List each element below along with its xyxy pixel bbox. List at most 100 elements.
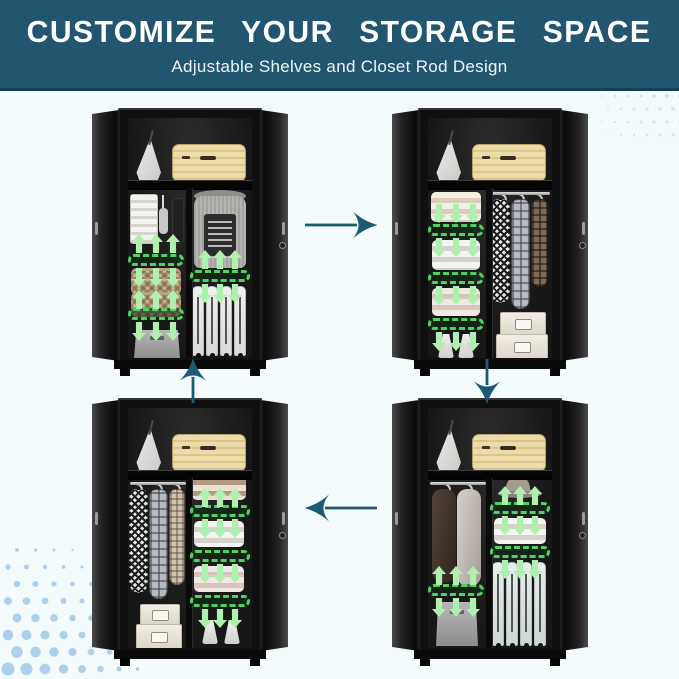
center-divider bbox=[186, 478, 192, 648]
arrow-left-icon bbox=[303, 493, 379, 523]
adjust-down-arrows bbox=[198, 284, 242, 303]
duster-handle bbox=[162, 195, 164, 208]
adjust-down-arrows bbox=[498, 560, 542, 579]
adjust-down-arrows bbox=[198, 519, 242, 538]
adjustable-shelf-indicator bbox=[428, 584, 484, 596]
adjustable-shelf-indicator bbox=[128, 308, 184, 320]
cabinet-interior bbox=[128, 408, 252, 648]
door-handle bbox=[282, 222, 285, 235]
adjust-up-arrows bbox=[132, 234, 180, 253]
cabinet-config-shelves-and-organizers bbox=[90, 104, 290, 376]
door-handle bbox=[582, 512, 585, 525]
door-handle bbox=[95, 222, 98, 235]
cabinet-foot bbox=[120, 658, 130, 666]
door-handle bbox=[95, 512, 98, 525]
cabinet-foot bbox=[250, 658, 260, 666]
suitcase-latch bbox=[182, 156, 190, 159]
adjust-down-arrows bbox=[432, 332, 480, 351]
cabinet-base bbox=[414, 360, 566, 369]
door-handle bbox=[395, 512, 398, 525]
cabinet-base bbox=[114, 360, 266, 369]
door-handle bbox=[582, 222, 585, 235]
cabinet-interior bbox=[128, 118, 252, 358]
hanging-shirt-check bbox=[169, 489, 185, 585]
adjustable-shelf-indicator bbox=[490, 546, 550, 558]
vertical-organizer bbox=[506, 562, 518, 648]
adjust-up-arrows bbox=[498, 486, 542, 505]
hanging-shirt-plaid bbox=[149, 489, 168, 599]
cabinet-foot bbox=[250, 368, 260, 376]
adjustable-shelf-indicator bbox=[428, 224, 484, 236]
vertical-organizer bbox=[206, 286, 218, 358]
door-lock bbox=[279, 242, 286, 249]
adjust-up-arrows bbox=[132, 290, 180, 309]
white-storage-box bbox=[500, 312, 546, 336]
hanging-shirt-dark-plaid bbox=[531, 199, 548, 287]
adjust-up-arrows bbox=[198, 488, 242, 507]
cabinet-foot bbox=[420, 658, 430, 666]
adjustable-shelf-indicator bbox=[190, 550, 250, 562]
adjustable-shelf-indicator bbox=[190, 270, 250, 282]
door-lock bbox=[579, 532, 586, 539]
closet-rod bbox=[130, 482, 186, 485]
hanging-coat-brown bbox=[432, 489, 456, 583]
cabinet-foot bbox=[550, 658, 560, 666]
closet-rod bbox=[490, 192, 550, 195]
adjust-down-arrows bbox=[432, 204, 480, 223]
vertical-organizer bbox=[192, 286, 204, 358]
adjustable-shelf-indicator bbox=[428, 272, 484, 284]
adjust-down-arrows bbox=[132, 268, 180, 287]
cabinet-door-right bbox=[561, 110, 588, 361]
laundry-bag-print bbox=[204, 214, 236, 256]
adjust-up-arrows bbox=[198, 250, 242, 269]
cabinet-interior bbox=[428, 118, 552, 358]
duster-head bbox=[159, 208, 168, 234]
vertical-organizer bbox=[492, 562, 504, 648]
adjust-down-arrows bbox=[432, 286, 480, 305]
adjust-down-arrows bbox=[198, 564, 242, 583]
suitcase-latch bbox=[182, 446, 190, 449]
cabinet-door-right bbox=[261, 400, 288, 651]
header-banner: CUSTOMIZE YOUR STORAGE SPACE Adjustable … bbox=[0, 0, 679, 91]
door-handle bbox=[282, 512, 285, 525]
cabinet-foot bbox=[420, 368, 430, 376]
adjustable-shelf-indicator bbox=[428, 318, 484, 330]
suitcase-latch bbox=[482, 156, 490, 159]
page-title: CUSTOMIZE YOUR STORAGE SPACE bbox=[27, 13, 652, 49]
suitcase-handle bbox=[500, 156, 516, 160]
white-storage-box bbox=[496, 334, 548, 358]
white-storage-box bbox=[136, 624, 182, 648]
cabinet-door-left bbox=[392, 400, 419, 651]
cabinet-foot bbox=[550, 368, 560, 376]
vertical-organizer bbox=[534, 562, 546, 648]
vertical-organizer bbox=[520, 562, 532, 648]
adjust-down-arrows bbox=[198, 609, 242, 628]
suitcase bbox=[472, 144, 546, 182]
adjust-down-arrows bbox=[432, 238, 480, 257]
hanging-shirt-plaid bbox=[511, 199, 530, 309]
cabinet-door-right bbox=[561, 400, 588, 651]
adjustable-shelf-indicator bbox=[128, 254, 184, 266]
arrow-down-icon bbox=[472, 357, 502, 405]
suitcase-handle bbox=[200, 156, 216, 160]
cabinet-foot bbox=[120, 368, 130, 376]
suitcase-handle bbox=[200, 446, 216, 450]
hanging-shirt-houndstooth bbox=[491, 199, 510, 303]
suitcase bbox=[472, 434, 546, 472]
vertical-organizer bbox=[234, 286, 246, 358]
suitcase-handle bbox=[500, 446, 516, 450]
cabinet-door-left bbox=[392, 110, 419, 361]
hanging-shirt-houndstooth bbox=[129, 489, 148, 593]
arrow-up-icon bbox=[178, 357, 208, 405]
adjust-down-arrows bbox=[498, 516, 542, 535]
cabinet-door-left bbox=[92, 400, 119, 651]
center-divider bbox=[186, 188, 192, 358]
cabinet-config-folded-clothes-and-rod bbox=[390, 104, 590, 376]
cabinet-door-left bbox=[92, 110, 119, 361]
suitcase bbox=[172, 434, 246, 472]
page-subtitle: Adjustable Shelves and Closet Rod Design bbox=[171, 56, 508, 76]
door-lock bbox=[279, 532, 286, 539]
arrow-right-icon bbox=[303, 210, 379, 240]
cabinet-config-rod-left-shelves-right bbox=[90, 394, 290, 666]
